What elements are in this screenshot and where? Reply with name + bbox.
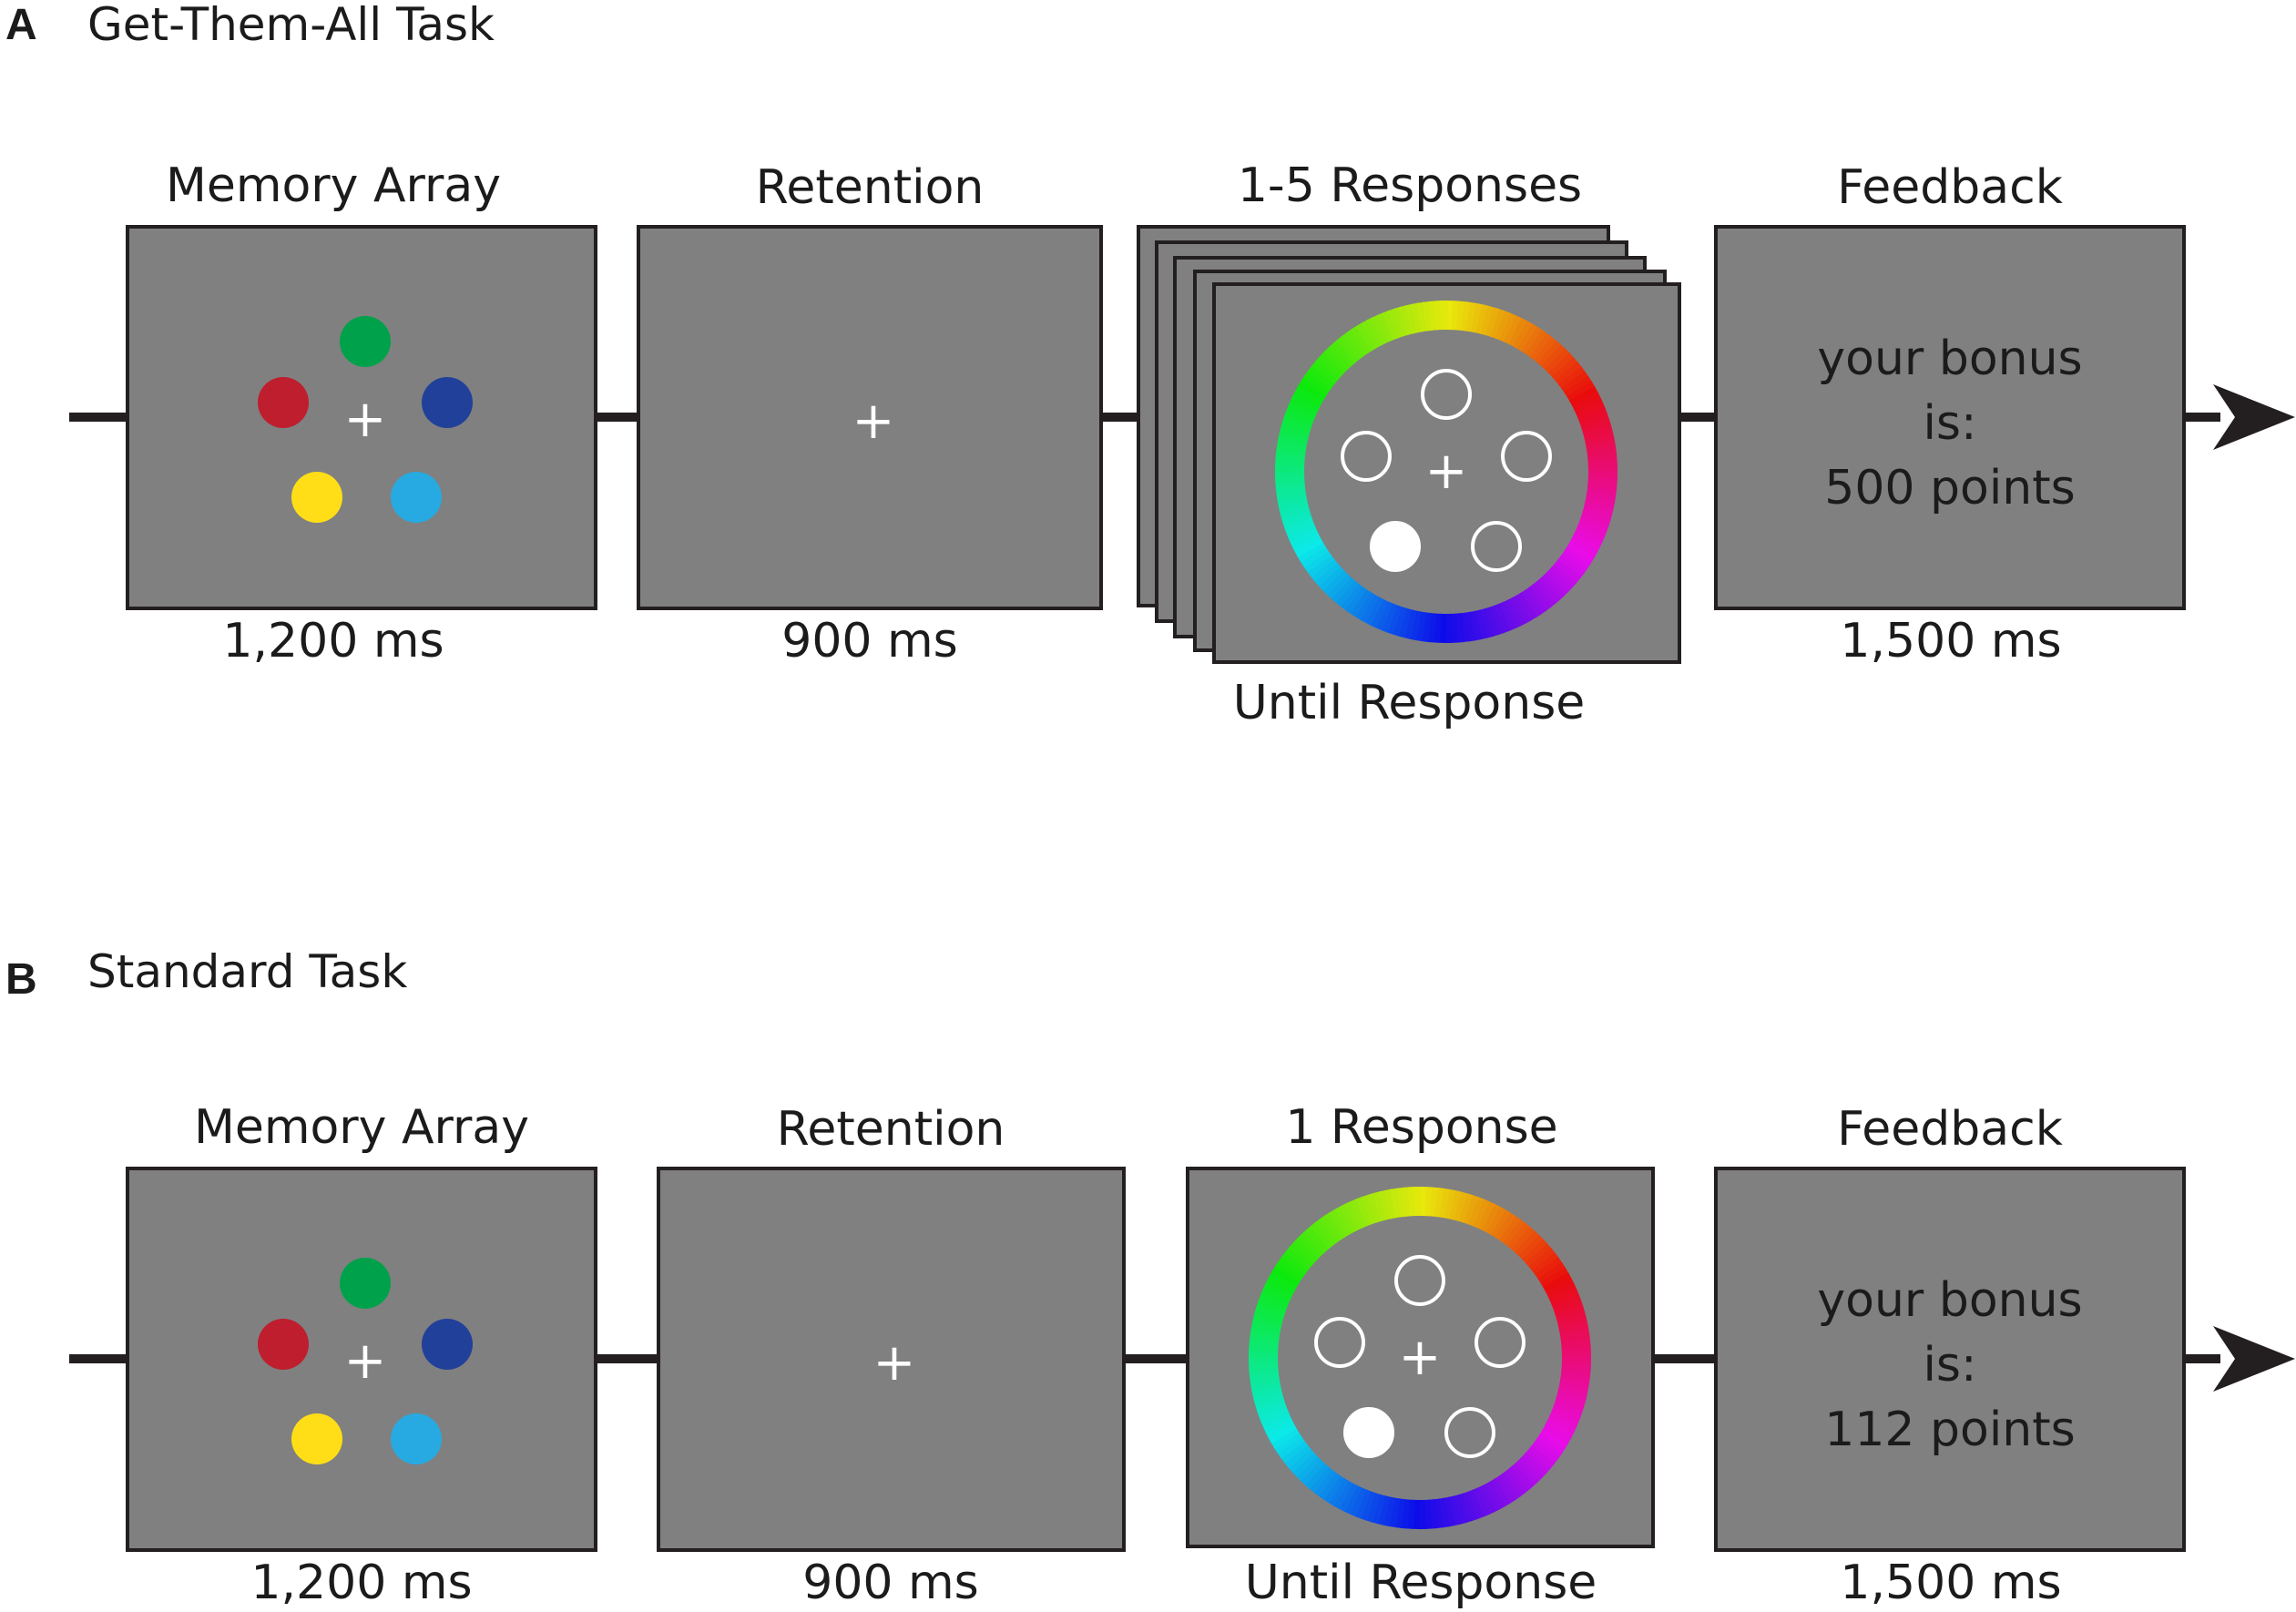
dot-yellow <box>291 472 342 523</box>
timeline-a-end <box>2184 413 2220 422</box>
timeline-b-seg3 <box>1653 1354 1717 1363</box>
probe-circle-filled <box>1343 1407 1394 1458</box>
feedback-line-3: 112 points <box>1824 1403 2076 1457</box>
probe-circle <box>1314 1317 1365 1368</box>
feedback-line-3: 500 points <box>1824 461 2076 515</box>
retention-screen-a: + <box>637 225 1103 610</box>
fixation-cross: + <box>1425 442 1468 501</box>
stage-b4-duration: 1,500 ms <box>1840 1556 2062 1610</box>
timeline-b-seg2 <box>1124 1354 1188 1363</box>
timeline-a-seg2 <box>1102 413 1138 422</box>
probe-circle <box>1475 1317 1526 1368</box>
panel-letter-b: B <box>5 955 37 1004</box>
feedback-line-1: your bonus <box>1817 1273 2083 1328</box>
feedback-line-2: is: <box>1923 396 1977 451</box>
fixation-cross: + <box>1399 1328 1442 1387</box>
probe-circle <box>1394 1255 1445 1306</box>
stage-b1-name: Memory Array <box>193 1100 530 1155</box>
dot-green <box>340 316 391 367</box>
stage-b3-name: 1 Response <box>1285 1100 1558 1155</box>
fixation-cross: + <box>343 1331 387 1391</box>
stage-a4-duration: 1,500 ms <box>1840 614 2062 668</box>
probe-circle <box>1341 431 1392 482</box>
timeline-a-seg1 <box>597 413 638 422</box>
stage-a1-duration: 1,200 ms <box>222 614 444 668</box>
panel-b-title: Standard Task <box>87 945 408 998</box>
arrow-head-a-icon <box>2213 384 2295 450</box>
memory-array-screen-b: + <box>126 1167 597 1552</box>
arrow-head-b-icon <box>2213 1326 2295 1392</box>
probe-circle <box>1444 1407 1495 1458</box>
dot-blue <box>422 377 473 428</box>
timeline-b-seg1 <box>597 1354 658 1363</box>
stage-b2-name: Retention <box>776 1102 1005 1157</box>
response-screen-b: + <box>1186 1167 1655 1548</box>
fixation-cross: + <box>852 392 895 451</box>
probe-circle <box>1501 431 1552 482</box>
stage-a2-name: Retention <box>755 160 985 215</box>
panel-a-title: Get-Them-All Task <box>87 0 495 51</box>
fixation-cross: + <box>343 390 387 449</box>
dot-green <box>340 1258 391 1309</box>
feedback-screen-a: your bonus is: 500 points <box>1714 225 2186 610</box>
feedback-line-1: your bonus <box>1817 332 2083 386</box>
dot-red <box>258 1319 309 1370</box>
stage-a3-name: 1-5 Responses <box>1237 158 1583 213</box>
panel-letter-a: A <box>5 1 37 49</box>
stage-b3-duration: Until Response <box>1244 1556 1597 1610</box>
stage-b4-name: Feedback <box>1837 1102 2063 1157</box>
dot-red <box>258 377 309 428</box>
probe-circle <box>1471 521 1522 572</box>
memory-array-screen-a: + <box>126 225 597 610</box>
color-wheel: + <box>1249 1187 1592 1530</box>
timeline-a-seg3 <box>1679 413 1717 422</box>
timeline-b-end <box>2184 1354 2220 1363</box>
feedback-text-b: your bonus is: 112 points <box>1718 1269 2182 1463</box>
dot-cyan <box>391 472 442 523</box>
probe-circle-filled <box>1370 521 1421 572</box>
stage-b2-duration: 900 ms <box>802 1556 979 1610</box>
feedback-screen-b: your bonus is: 112 points <box>1714 1167 2186 1552</box>
dot-yellow <box>291 1413 342 1464</box>
dot-blue <box>422 1319 473 1370</box>
stage-a1-name: Memory Array <box>165 158 502 213</box>
dot-cyan <box>391 1413 442 1464</box>
color-wheel: + <box>1275 301 1618 644</box>
timeline-a-start <box>69 413 126 422</box>
probe-circle <box>1421 369 1472 420</box>
stage-b1-duration: 1,200 ms <box>250 1556 473 1610</box>
feedback-line-2: is: <box>1923 1338 1977 1393</box>
timeline-b-start <box>69 1354 126 1363</box>
stage-a3-duration: Until Response <box>1232 676 1586 730</box>
response-screen-a: + <box>1212 282 1681 664</box>
stage-a4-name: Feedback <box>1837 160 2063 215</box>
feedback-text-a: your bonus is: 500 points <box>1718 327 2182 521</box>
stage-a2-duration: 900 ms <box>781 614 958 668</box>
fixation-cross: + <box>872 1333 916 1393</box>
retention-screen-b: + <box>657 1167 1126 1552</box>
